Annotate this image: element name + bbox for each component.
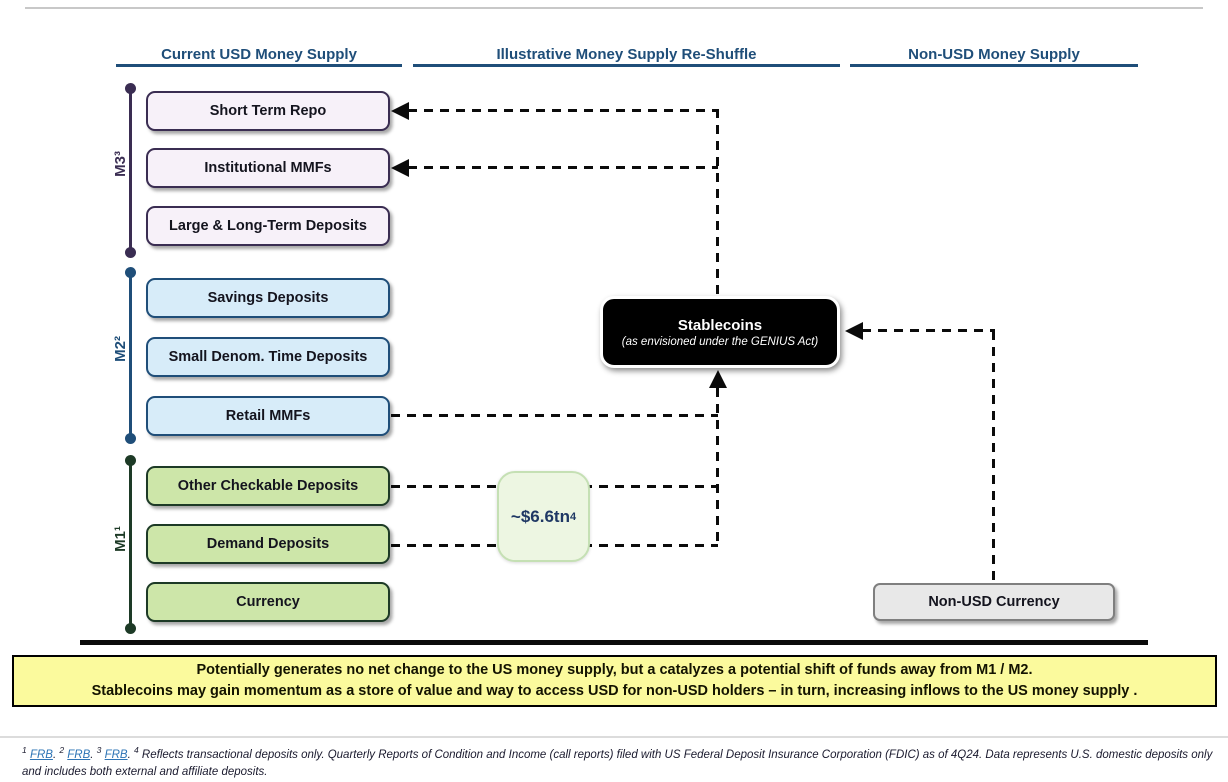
box-other-checkable-deposits: Other Checkable Deposits xyxy=(146,466,390,506)
header-reshuffle-underline xyxy=(413,64,840,67)
arrow-into-short-term-repo xyxy=(391,102,409,120)
stablecoins-title: Stablecoins xyxy=(677,316,763,334)
box-demand-deposits: Demand Deposits xyxy=(146,524,390,564)
stablecoins-subtitle: (as envisioned under the GENIUS Act) xyxy=(621,335,819,348)
header-current-usd: Current USD Money Supply xyxy=(161,45,357,63)
footnote-ref-2: 2 xyxy=(59,745,65,755)
box-small-denom-time-deposits: Small Denom. Time Deposits xyxy=(146,337,390,377)
m2-axis-line xyxy=(129,272,132,438)
header-reshuffle: Illustrative Money Supply Re-Shuffle xyxy=(496,45,757,63)
m2-axis-dot-bottom xyxy=(125,433,136,444)
footnote-link-frb-2[interactable]: FRB xyxy=(67,748,91,761)
top-divider xyxy=(25,7,1203,9)
connector-retail-mmfs xyxy=(391,414,718,417)
footnote-ref-3: 3 xyxy=(96,745,102,755)
footnote-link-frb-1[interactable]: FRB xyxy=(29,748,53,761)
box-institutional-mmfs: Institutional MMFs xyxy=(146,148,390,188)
summary-banner: Potentially generates no net change to t… xyxy=(12,655,1217,707)
header-non-usd-underline xyxy=(850,64,1138,67)
connector-vertical-upper xyxy=(716,109,719,296)
arrow-into-stablecoins-right xyxy=(845,322,863,340)
box-savings-deposits: Savings Deposits xyxy=(146,278,390,318)
footnote-sep-2: . xyxy=(90,748,97,761)
connector-vertical-lower xyxy=(716,388,719,547)
banner-line-2: Stablecoins may gain momentum as a store… xyxy=(91,683,1138,699)
amount-value: ~$6.6tn xyxy=(510,506,570,526)
m3-axis-dot-top xyxy=(125,83,136,94)
banner-line-1: Potentially generates no net change to t… xyxy=(196,661,1033,678)
footnote: 1 FRB. 2 FRB. 3 FRB. 4 Reflects transact… xyxy=(22,744,1214,781)
connector-nonusd-horizontal xyxy=(862,329,995,332)
connector-short-term-repo xyxy=(408,109,718,112)
m3-label: M3³ xyxy=(112,148,129,180)
box-currency: Currency xyxy=(146,582,390,622)
footnote-sep-1: . xyxy=(52,748,60,761)
m2-label: M2² xyxy=(112,333,129,365)
m1-axis-dot-bottom xyxy=(125,623,136,634)
footnote-text: Reflects transactional deposits only. Qu… xyxy=(22,748,1213,779)
connector-nonusd-vertical xyxy=(992,331,995,583)
footnote-link-frb-3[interactable]: FRB xyxy=(104,748,128,761)
m1-axis-line xyxy=(129,460,132,629)
baseline-rule xyxy=(80,640,1148,645)
m1-label: M1¹ xyxy=(112,523,129,555)
footnote-divider xyxy=(0,736,1228,738)
box-large-long-term-deposits: Large & Long-Term Deposits xyxy=(146,206,390,246)
header-non-usd: Non-USD Money Supply xyxy=(908,45,1080,63)
box-retail-mmfs: Retail MMFs xyxy=(146,396,390,436)
arrow-into-stablecoins-bottom xyxy=(709,370,727,388)
footnote-ref-1: 1 xyxy=(22,745,27,755)
m3-axis-dot-bottom xyxy=(125,247,136,258)
box-short-term-repo: Short Term Repo xyxy=(146,91,390,131)
header-current-underline xyxy=(116,64,402,67)
connector-institutional-mmfs xyxy=(408,166,718,169)
footnote-sep-3: . xyxy=(127,748,134,761)
box-stablecoins: Stablecoins (as envisioned under the GEN… xyxy=(600,296,840,368)
arrow-into-institutional-mmfs xyxy=(391,159,409,177)
amount-footnote-ref: 4 xyxy=(569,510,577,523)
footnote-ref-4: 4 xyxy=(133,745,139,755)
m1-axis-dot-top xyxy=(125,455,136,466)
m3-axis-line xyxy=(129,88,132,253)
m2-axis-dot-top xyxy=(125,267,136,278)
box-non-usd-currency: Non-USD Currency xyxy=(873,583,1115,621)
